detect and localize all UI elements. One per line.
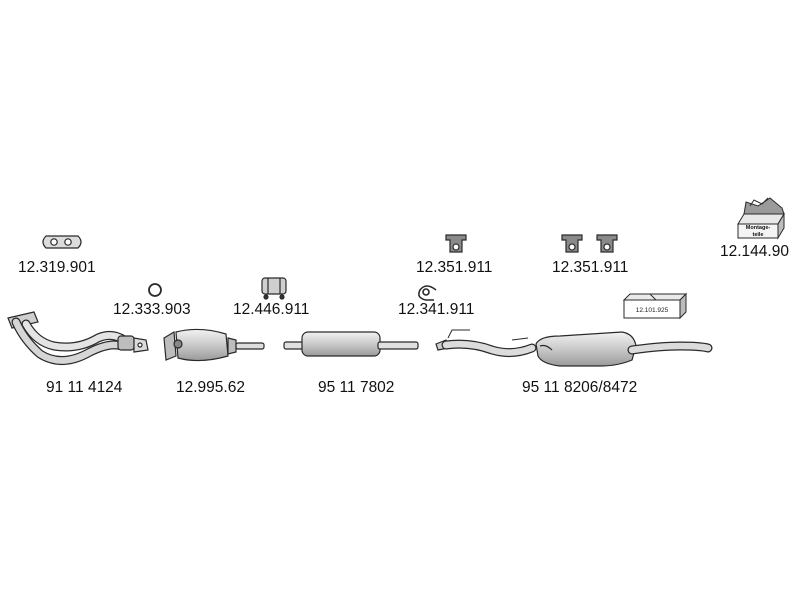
- middle-silencer-part: [283, 331, 419, 357]
- hanger-single-label: 12.351.911: [416, 259, 492, 276]
- kit-box-text: 12.101.925: [636, 307, 669, 314]
- mounting-kit-label: 12.144.90: [720, 243, 789, 260]
- clamp-label: 12.446.911: [233, 301, 309, 318]
- catalytic-converter-label: 12.995.62: [176, 379, 245, 396]
- mounting-kit-lid-text-1: Montage-: [746, 225, 771, 231]
- kit-box-part: [622, 292, 688, 320]
- middle-silencer-label: 95 11 7802: [318, 379, 394, 396]
- hanger-clip-label: 12.341.911: [398, 301, 474, 318]
- hanger-double-part: [561, 234, 618, 253]
- clamp-part: [261, 277, 287, 300]
- hanger-double-label: 12.351.911: [552, 259, 628, 276]
- hanger-clip-part: [418, 285, 437, 301]
- hanger-single-part: [445, 234, 467, 253]
- ring-part: [148, 283, 162, 297]
- mounting-kit-lid-text-2: teile: [752, 232, 763, 238]
- ring-label: 12.333.903: [113, 301, 191, 318]
- front-pipe-part: [7, 311, 149, 365]
- gasket-part: [42, 235, 82, 249]
- catalytic-converter-part: [163, 328, 265, 362]
- rear-silencer-label: 95 11 8206/8472: [522, 379, 637, 396]
- rear-silencer-part: [435, 329, 713, 367]
- mounting-kit-part: [737, 197, 785, 240]
- front-pipe-label: 91 11 4124: [46, 379, 123, 396]
- gasket-label: 12.319.901: [18, 259, 96, 276]
